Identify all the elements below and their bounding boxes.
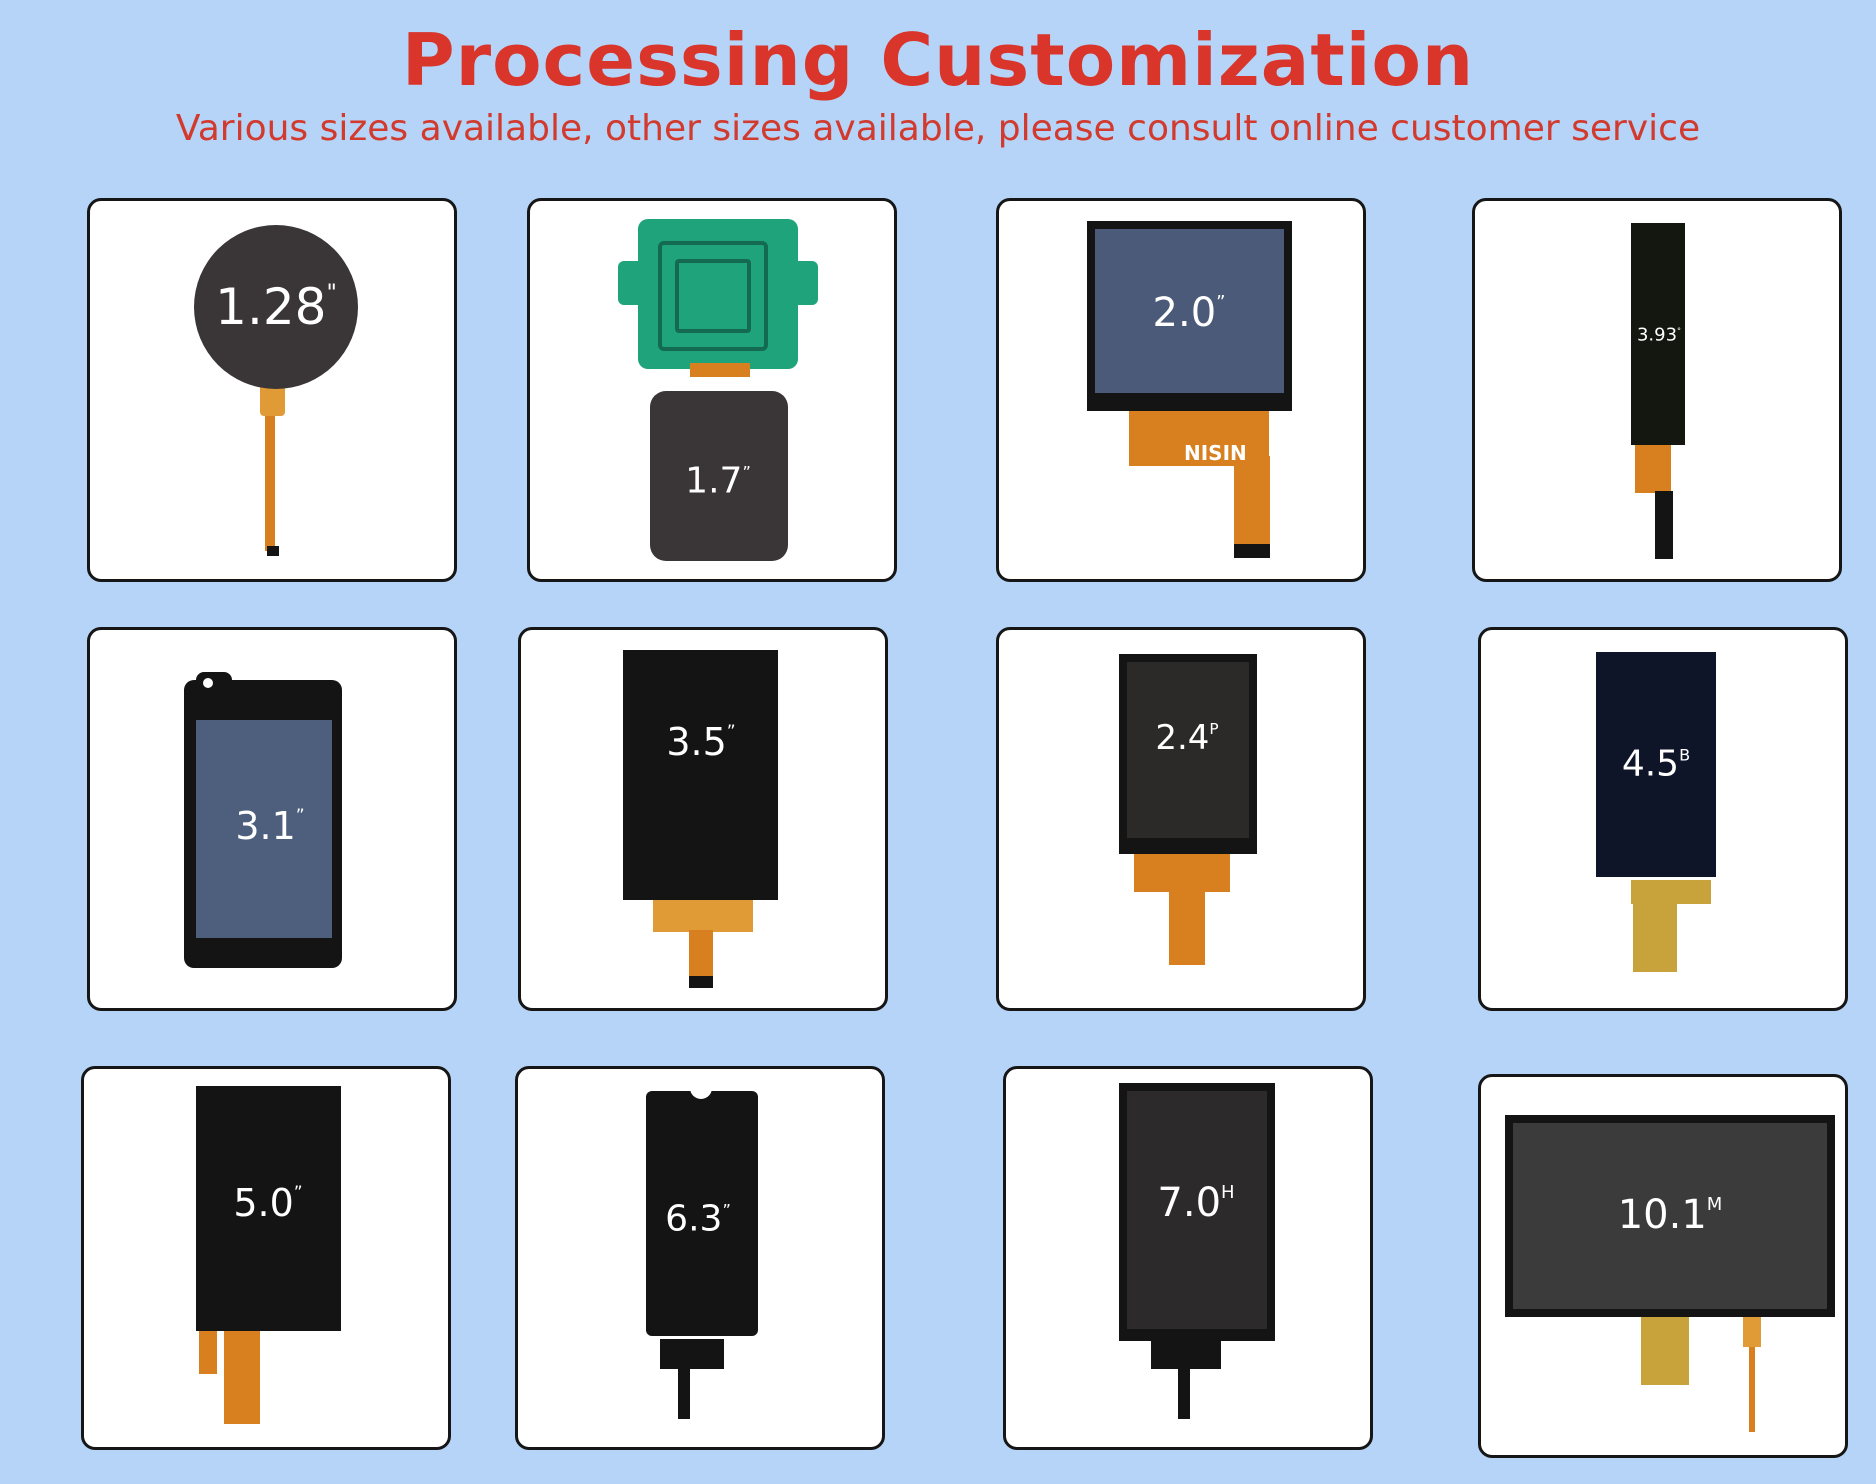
page-title: Processing Customization <box>401 18 1475 102</box>
size-label: 5.0” <box>233 1181 303 1225</box>
display-panel <box>1596 652 1716 877</box>
size-label: 6.3” <box>665 1198 731 1240</box>
size-label: 10.1M <box>1617 1192 1723 1238</box>
size-label: 1.28" <box>215 278 337 336</box>
size-label: 3.1” <box>235 804 305 848</box>
product-card-4-5[interactable]: 4.5B <box>1478 627 1848 1011</box>
size-label: 1.7” <box>685 460 751 502</box>
display-screen <box>1095 229 1284 393</box>
size-label: 4.5B <box>1621 743 1691 785</box>
product-card-3-1[interactable]: 3.1” <box>87 627 457 1011</box>
size-label: 7.0H <box>1157 1180 1235 1226</box>
product-card-3-5[interactable]: 3.5” <box>518 627 888 1011</box>
display-screen <box>1513 1123 1827 1309</box>
bar-display <box>1631 223 1685 445</box>
page-subtitle: Various sizes available, other sizes ava… <box>175 108 1701 149</box>
display-panel <box>646 1091 758 1336</box>
square-display <box>650 391 788 561</box>
product-card-2-0[interactable]: NISIN 2.0” <box>996 198 1366 582</box>
display-screen <box>196 720 332 938</box>
display-screen <box>1127 662 1249 838</box>
size-label: 2.4P <box>1155 718 1219 758</box>
size-label: 3.93° <box>1636 324 1682 346</box>
size-label: 3.5” <box>666 720 736 764</box>
product-card-2-4[interactable]: 2.4P <box>996 627 1366 1011</box>
product-card-5-0[interactable]: 5.0” <box>81 1066 451 1450</box>
product-card-10-1[interactable]: 10.1M <box>1478 1074 1848 1458</box>
product-card-3-93[interactable]: 3.93° <box>1472 198 1842 582</box>
display-bezel <box>196 1086 341 1331</box>
size-label: 2.0” <box>1152 290 1226 336</box>
round-display <box>194 225 358 389</box>
product-card-1-7[interactable]: 1.7” <box>527 198 897 582</box>
product-card-7-0[interactable]: 7.0H <box>1003 1066 1373 1450</box>
display-screen <box>1127 1091 1267 1329</box>
product-card-1-28[interactable]: 1.28" <box>87 198 457 582</box>
brand-text: NISIN <box>1184 441 1247 465</box>
product-card-6-3[interactable]: 6.3” <box>515 1066 885 1450</box>
display-panel <box>623 650 778 900</box>
